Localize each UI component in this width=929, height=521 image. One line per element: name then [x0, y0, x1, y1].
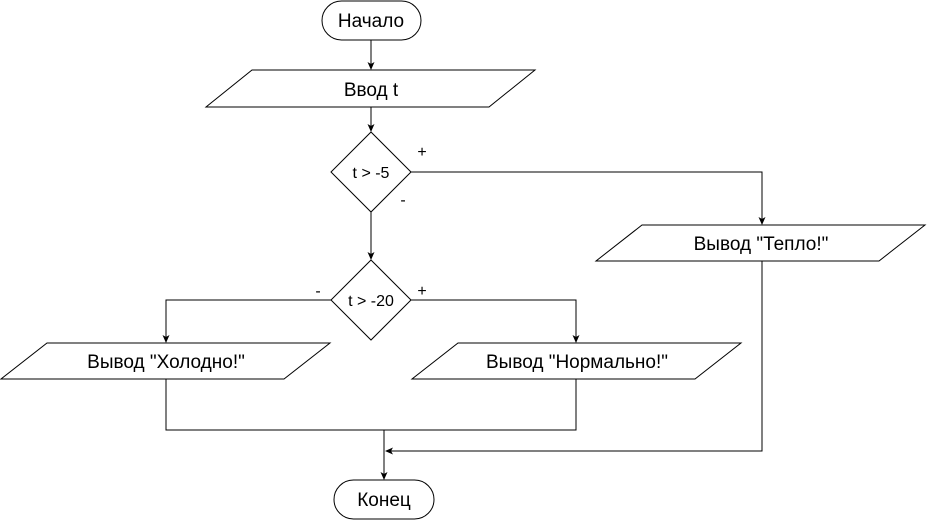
- decision-2: t > -20: [330, 259, 412, 341]
- edge-cond2-yes: [411, 299, 580, 343]
- output-cold-label: Вывод "Холодно!": [87, 352, 245, 373]
- output-warm-label: Вывод "Тепло!": [694, 234, 829, 255]
- cond2-no-sign: -: [315, 283, 320, 300]
- output-normal-label: Вывод "Нормально!": [486, 352, 668, 373]
- output-normal-node: Вывод "Нормально!": [410, 342, 743, 380]
- decision-1: t > -5: [330, 131, 412, 213]
- edge-warm-to-merge: [385, 261, 763, 455]
- edge-cond2-no: [162, 299, 331, 343]
- input-node: Ввод t: [204, 69, 537, 108]
- output-cold-node: Вывод "Холодно!": [0, 342, 332, 380]
- end-node: Конец: [333, 479, 435, 520]
- cond1-no-sign: -: [400, 192, 405, 209]
- decision-1-label: t > -5: [353, 165, 390, 182]
- edge-cold-to-merge: [165, 379, 577, 431]
- connectors: [162, 40, 766, 480]
- edge-cond1-yes: [411, 171, 766, 225]
- start-label: Начало: [338, 11, 404, 32]
- start-node: Начало: [321, 0, 422, 41]
- input-label: Ввод t: [344, 80, 399, 101]
- cond1-yes-sign: +: [417, 144, 426, 161]
- end-label: Конец: [357, 490, 411, 511]
- output-warm-node: Вывод "Тепло!": [594, 224, 927, 262]
- cond2-yes-sign: +: [417, 283, 426, 300]
- decision-2-label: t > -20: [348, 293, 394, 310]
